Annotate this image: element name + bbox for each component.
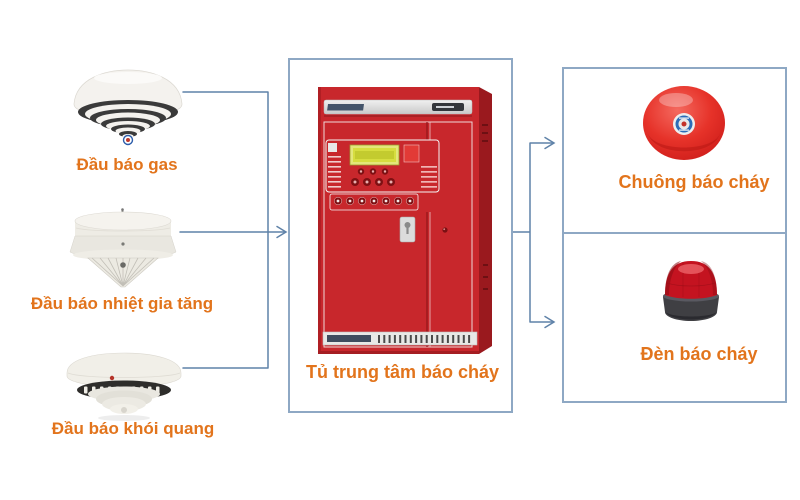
control-panel-box: Tủ trung tâm báo cháy	[288, 58, 513, 413]
alarm-bell-icon	[643, 86, 725, 160]
outputs-box: Chuông báo cháy Đèn báo cháy	[562, 67, 787, 403]
arrowhead-to-panel	[276, 225, 288, 239]
gas-detector-icon	[73, 69, 183, 146]
alarm-bell-label: Chuông báo cháy	[618, 172, 770, 192]
panel-control-cluster	[325, 139, 440, 193]
smoke-detector-label: Đầu báo khói quang	[51, 419, 215, 438]
fire-alarm-panel-icon	[318, 87, 492, 354]
heat-detector-image	[64, 208, 182, 292]
heat-detector-icon	[69, 208, 177, 288]
output-branch-lines	[512, 142, 553, 323]
alarm-light-image	[653, 255, 729, 323]
smoke-detector-image	[62, 349, 186, 423]
smoke-detector-icon	[66, 352, 182, 421]
panel-alarm-indicator	[403, 144, 420, 163]
alarm-light-icon	[663, 261, 719, 321]
arrowhead-to-bell	[544, 136, 556, 150]
outputs-divider	[564, 232, 785, 234]
gas-detector-label: Đầu báo gas	[76, 155, 178, 174]
gas-detector-image	[70, 66, 186, 150]
alarm-bell-image	[642, 84, 726, 162]
arrowhead-to-light	[544, 315, 556, 329]
fire-alarm-panel-image	[316, 84, 494, 368]
panel-door-lock	[442, 227, 448, 233]
alarm-light-label: Đèn báo cháy	[640, 344, 758, 364]
control-panel-label: Tủ trung tâm báo cháy	[305, 362, 500, 382]
input-bus-lines	[179, 91, 285, 369]
panel-nav-buttons	[351, 168, 395, 186]
panel-button-row	[329, 193, 419, 211]
heat-detector-label: Đầu báo nhiệt gia tăng	[30, 294, 214, 313]
